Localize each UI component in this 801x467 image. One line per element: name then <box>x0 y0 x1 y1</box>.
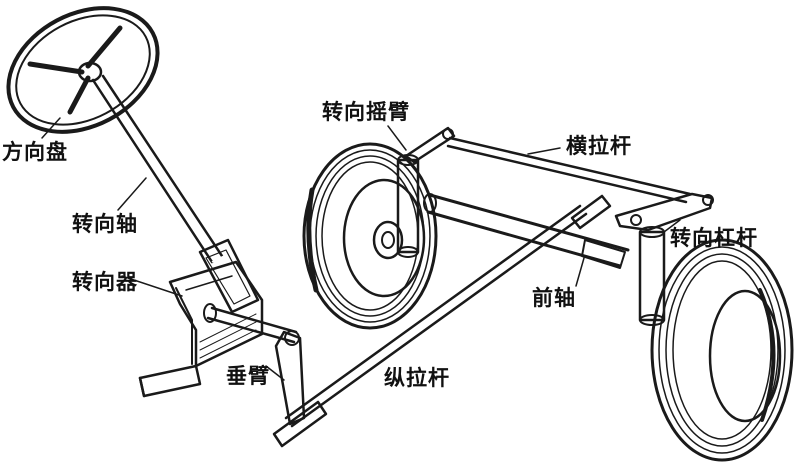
steering-shaft-drawing <box>91 74 224 264</box>
label-steering-shaft: 转向轴 <box>72 212 138 236</box>
steering-wheel-drawing <box>6 6 160 134</box>
right-wheel-drawing <box>614 192 794 462</box>
label-front-axle: 前轴 <box>532 286 576 310</box>
left-wheel-drawing <box>302 126 456 330</box>
leader-lines <box>41 117 681 381</box>
front-axle-drawing <box>423 193 630 269</box>
label-steering-knuckle-arm: 转向杠杆 <box>670 226 758 250</box>
label-steering-wheel: 方向盘 <box>2 140 68 164</box>
drag-link-drawing <box>272 194 612 448</box>
label-steering-rocker-arm: 转向摇臂 <box>322 100 410 124</box>
steering-gear-drawing <box>138 238 298 398</box>
label-pitman-arm: 垂臂 <box>226 364 270 388</box>
tie-rod-drawing <box>446 136 692 204</box>
label-tie-rod: 横拉杆 <box>566 134 632 158</box>
label-steering-gear: 转向器 <box>72 270 138 294</box>
label-drag-link: 纵拉杆 <box>384 366 450 390</box>
